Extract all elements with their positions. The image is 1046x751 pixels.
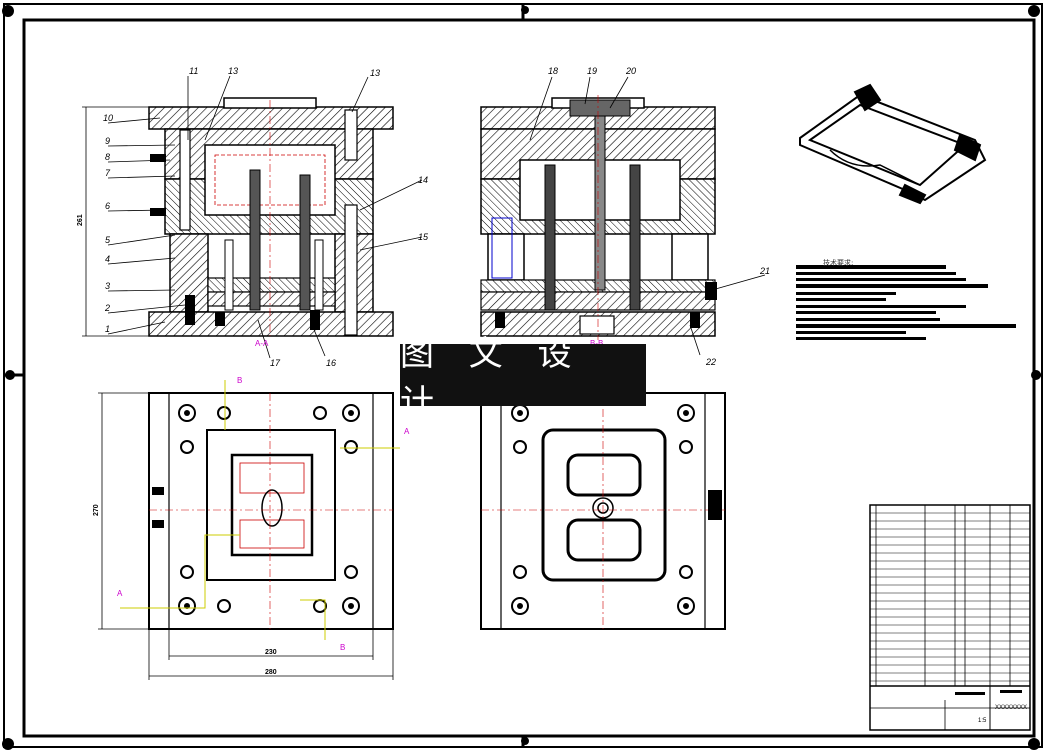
label-16: 16 (326, 358, 336, 368)
side-leaders (529, 76, 766, 356)
section-label-aa: A-A (255, 339, 269, 348)
label-21: 21 (759, 266, 770, 276)
marker-b-bottom: B (340, 643, 345, 652)
drawing-number: XXXXXXXX (995, 705, 1027, 711)
marker-b-top: B (237, 376, 242, 385)
plan-dimensions (98, 392, 394, 680)
watermark-banner: 图 文 设 计 (400, 334, 646, 423)
label-11: 11 (189, 66, 198, 76)
label-8: 8 (105, 152, 110, 162)
label-2: 2 (104, 303, 110, 313)
part-isometric-view (799, 83, 987, 205)
technical-requirements (796, 265, 1016, 340)
label-3: 3 (105, 281, 110, 291)
dimension-height-plan: 270 (93, 504, 100, 516)
label-9: 9 (105, 136, 110, 146)
label-22: 22 (705, 357, 716, 367)
plan-view-right (480, 392, 726, 630)
label-19: 19 (587, 66, 597, 76)
marker-a-left: A (117, 589, 123, 598)
front-leaders (82, 75, 423, 359)
plan-view-left (120, 380, 400, 640)
label-13-left: 13 (228, 66, 238, 76)
label-5: 5 (105, 235, 111, 245)
marker-a-right: A (404, 427, 410, 436)
dimension-width-outer: 280 (265, 669, 277, 676)
section-label-bb: B-B (590, 339, 603, 348)
label-20: 20 (625, 66, 636, 76)
label-17: 17 (270, 358, 281, 368)
label-6: 6 (105, 201, 110, 211)
label-13-right: 13 (370, 68, 380, 78)
dimension-width-inner: 230 (265, 649, 277, 656)
dimension-height-front: 261 (77, 214, 84, 226)
label-18: 18 (548, 66, 558, 76)
technical-requirements-title: 技术要求: (823, 259, 854, 267)
label-15: 15 (418, 232, 429, 242)
title-block-bar-1 (955, 692, 985, 695)
drawing-scale: 1:5 (978, 718, 987, 724)
label-14: 14 (418, 175, 428, 185)
label-10: 10 (103, 113, 113, 123)
front-section-view (148, 97, 394, 337)
parts-list-table (869, 504, 1031, 731)
title-block-bar-2 (1000, 690, 1022, 693)
label-1: 1 (105, 324, 110, 334)
label-4: 4 (105, 254, 110, 264)
label-7: 7 (105, 168, 111, 178)
side-section-view (480, 95, 717, 340)
